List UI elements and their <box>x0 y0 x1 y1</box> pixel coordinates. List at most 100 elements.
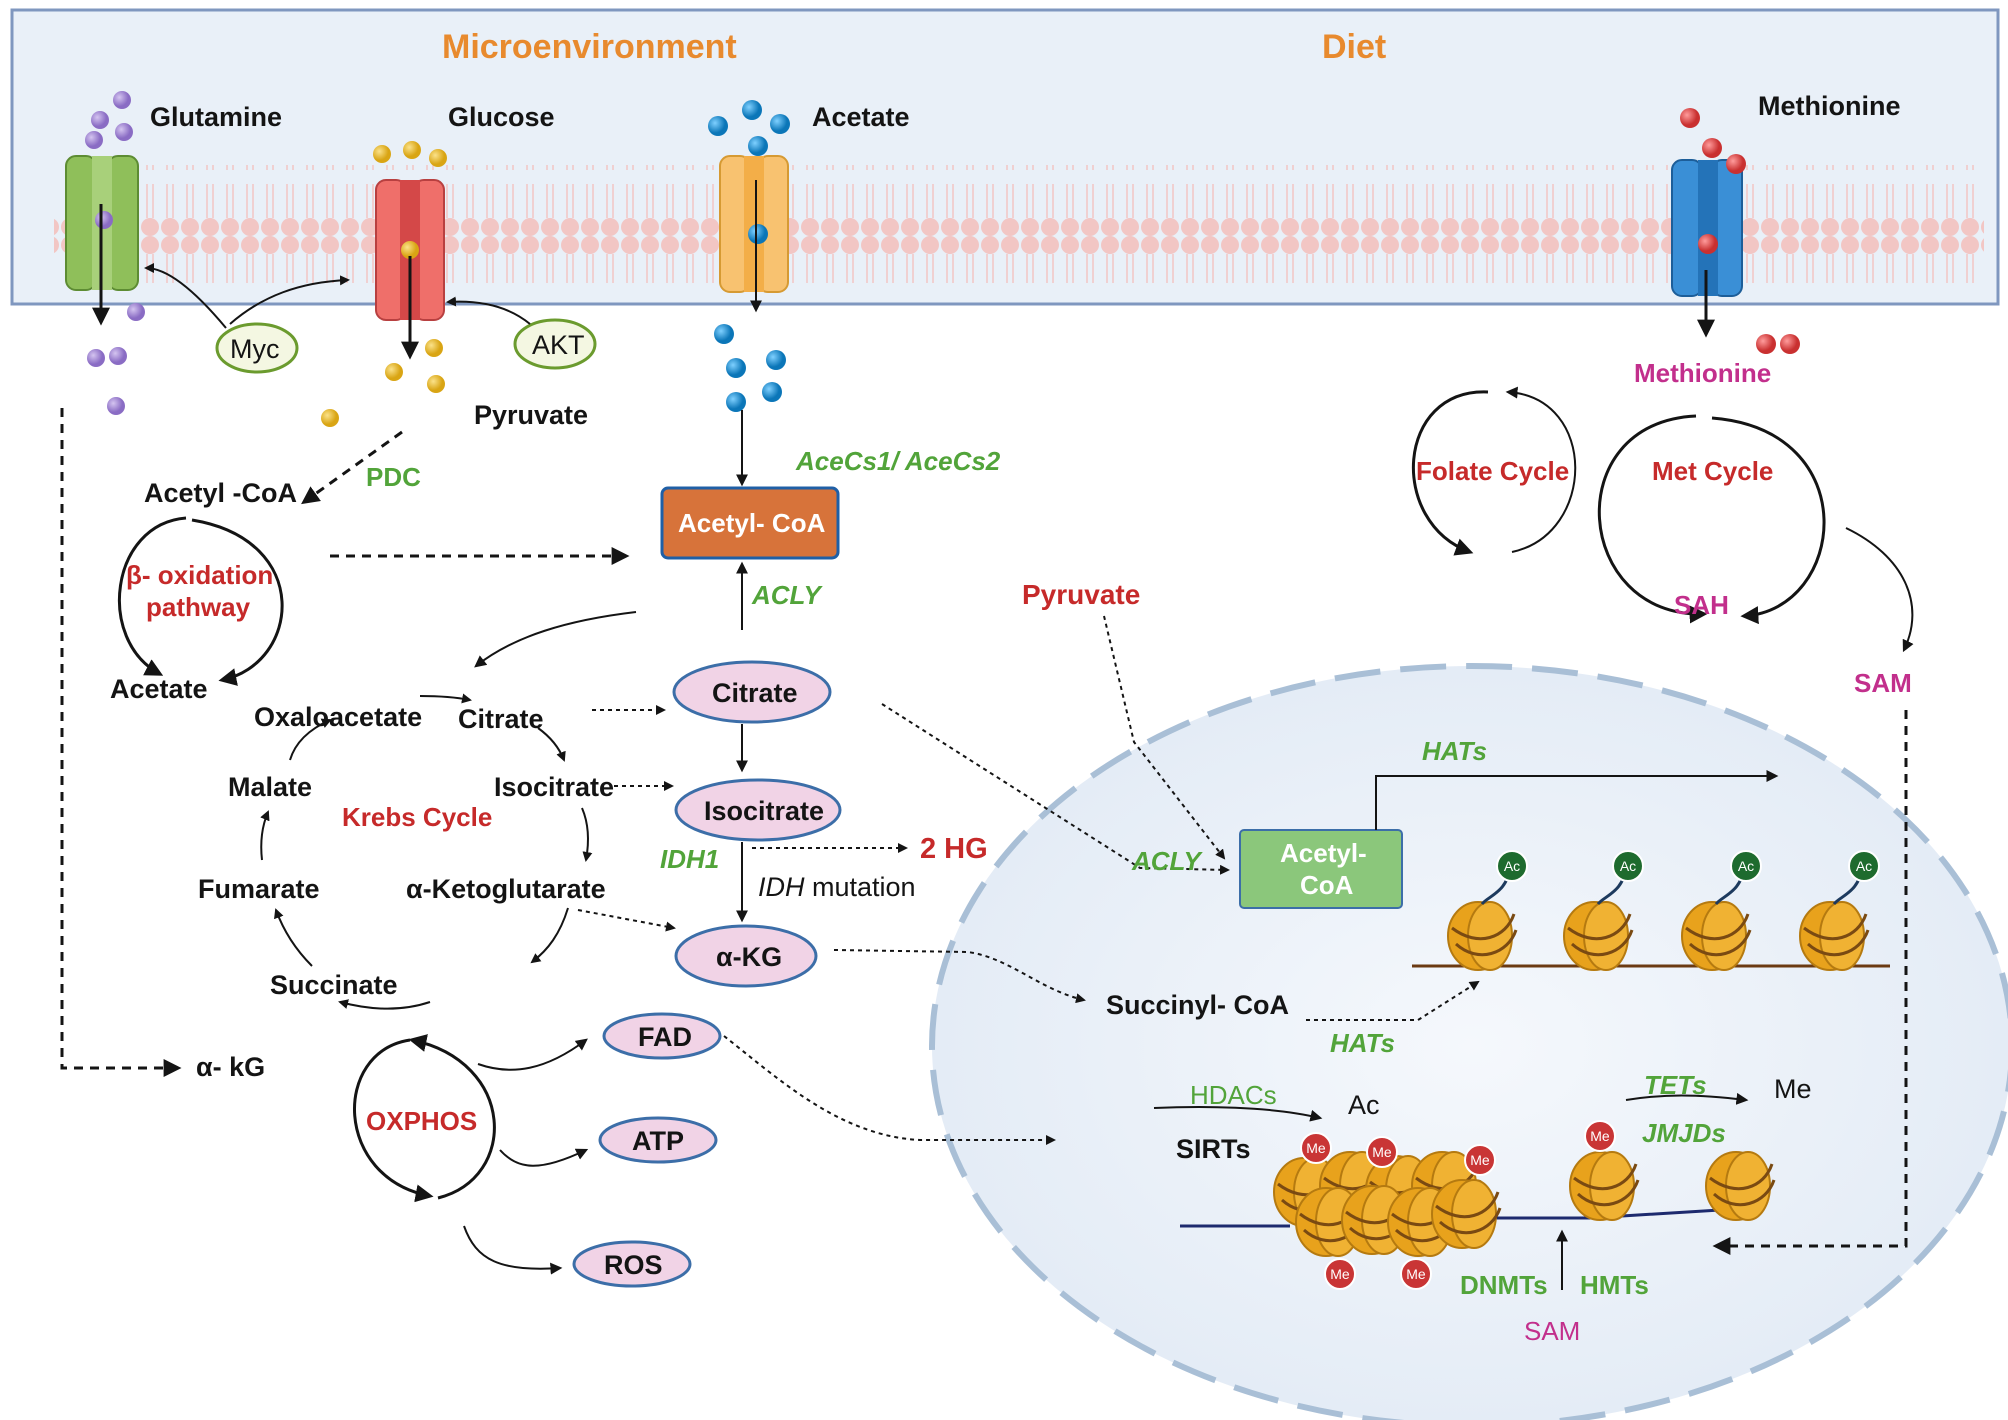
idh-mutation-label: IDH mutation <box>758 872 916 902</box>
acetate-molecules <box>708 100 790 412</box>
fad-label: FAD <box>638 1022 692 1052</box>
two-hg-label: 2 HG <box>920 833 988 865</box>
akt-oval <box>513 318 597 370</box>
atp-label: ATP <box>632 1126 684 1156</box>
nucleosome <box>1681 901 1752 971</box>
svg-text:Me: Me <box>1590 1128 1610 1144</box>
sam-nucleus-label: SAM <box>1524 1316 1580 1346</box>
methionine-transporter <box>1671 159 1743 297</box>
ac-mark: Ac <box>1612 850 1644 882</box>
ros-oval <box>572 1240 692 1288</box>
nucleosome <box>1799 901 1870 971</box>
hdacs-label: HDACs <box>1190 1080 1277 1110</box>
svg-text:Ac: Ac <box>1620 858 1636 874</box>
malate-label: Malate <box>228 772 312 802</box>
citrate-oval <box>672 660 832 724</box>
nucleus <box>929 663 2008 1420</box>
acetyl-coa-nuclear-label-2: CoA <box>1300 870 1354 900</box>
microenvironment-title: Microenvironment <box>442 28 737 66</box>
hats-mid-label: HATs <box>1330 1028 1395 1058</box>
me-mark: Me <box>1300 1132 1332 1164</box>
methionine-label: Methionine <box>1758 91 1901 121</box>
svg-text:Ac: Ac <box>1504 858 1520 874</box>
hats-top-label: HATs <box>1422 736 1487 766</box>
methionine-inside-label: Methionine <box>1634 358 1771 388</box>
nucleosome <box>1447 901 1518 971</box>
acetyl-coa-nuclear-box <box>1239 829 1403 909</box>
glutamine-molecules <box>85 91 145 415</box>
isocitrate-krebs-label: Isocitrate <box>494 772 614 802</box>
acetate-label: Acetate <box>812 102 910 132</box>
svg-text:Me: Me <box>1470 1152 1490 1168</box>
me-mark: Me <box>1400 1258 1432 1290</box>
nucleosome <box>1705 1151 1776 1221</box>
atp-oval <box>598 1116 718 1164</box>
acly-nucleus-label: ACLY <box>1131 846 1204 876</box>
svg-text:Me: Me <box>1306 1140 1326 1156</box>
met-cycle-label: Met Cycle <box>1652 456 1773 486</box>
akg-oval <box>674 924 818 988</box>
methionine-molecules <box>1680 108 1800 354</box>
dnmts-label: DNMTs <box>1460 1270 1548 1300</box>
svg-text:Ac: Ac <box>1738 858 1754 874</box>
acetylated-chromatin: Ac Ac Ac Ac <box>1412 850 1890 971</box>
beta-oxidation-label-1: β- oxidation <box>126 560 273 590</box>
ac-mark: Ac <box>1496 850 1528 882</box>
acetyl-coa-box <box>660 486 840 560</box>
krebs-title: Krebs Cycle <box>342 802 492 832</box>
nucleosome <box>1431 1179 1502 1249</box>
svg-text:Me: Me <box>1330 1266 1350 1282</box>
svg-text:Me: Me <box>1372 1144 1392 1160</box>
glucose-label: Glucose <box>448 102 555 132</box>
akt-label: AKT <box>532 330 585 360</box>
oxphos-label: OXPHOS <box>366 1106 477 1136</box>
ros-label: ROS <box>604 1250 663 1280</box>
me-mark: Me <box>1584 1120 1616 1152</box>
pyruvate-label: Pyruvate <box>474 400 588 430</box>
acly-top-label: ACLY <box>751 580 824 610</box>
acetyl-coa-nuclear-label-1: Acetyl- <box>1280 838 1367 868</box>
alpha-ketoglutarate-label: α-Ketoglutarate <box>406 874 606 904</box>
me-text-label: Me <box>1774 1074 1812 1104</box>
krebs-cycle <box>260 611 637 1010</box>
nucleosome <box>1563 901 1634 971</box>
me-mark: Me <box>1366 1136 1398 1168</box>
glutamine-label: Glutamine <box>150 102 282 132</box>
fumarate-label: Fumarate <box>198 874 320 904</box>
sah-label: SAH <box>1674 590 1729 620</box>
sirts-label: SIRTs <box>1176 1134 1251 1164</box>
ac-text-label: Ac <box>1348 1090 1380 1120</box>
alpha-kg-left-label: α- kG <box>196 1052 265 1082</box>
myc-oval <box>215 322 299 374</box>
myc-label: Myc <box>230 334 280 364</box>
pdc-label: PDC <box>366 462 421 492</box>
akg-oval-label: α-KG <box>716 942 782 972</box>
tets-label: TETs <box>1644 1070 1707 1100</box>
fad-oval <box>602 1012 722 1060</box>
beta-oxidation-label-2: pathway <box>146 592 251 622</box>
succinate-label: Succinate <box>270 970 398 1000</box>
diet-title: Diet <box>1322 28 1386 66</box>
oxaloacetate-label: Oxaloacetate <box>254 702 422 732</box>
me-mark: Me <box>1464 1144 1496 1176</box>
citrate-oval-label: Citrate <box>712 678 798 708</box>
folate-cycle-label: Folate Cycle <box>1416 456 1569 486</box>
acetyl-coa-left-label: Acetyl -CoA <box>144 478 297 508</box>
succinyl-coa-label: Succinyl- CoA <box>1106 990 1289 1020</box>
ac-mark: Ac <box>1848 850 1880 882</box>
acecs-label: AceCs1/ AceCs2 <box>795 446 1001 476</box>
svg-text:Me: Me <box>1406 1266 1426 1282</box>
me-mark: Me <box>1324 1258 1356 1290</box>
idh1-label: IDH1 <box>660 844 719 874</box>
sam-right-label: SAM <box>1854 668 1912 698</box>
isocitrate-oval-label: Isocitrate <box>704 796 824 826</box>
acetate-left-label: Acetate <box>110 674 208 704</box>
hmts-label: HMTs <box>1580 1270 1649 1300</box>
isocitrate-oval <box>674 778 842 842</box>
acetate-transporter <box>719 155 789 293</box>
pyruvate-nucleus-label: Pyruvate <box>1022 579 1140 610</box>
citrate-krebs-label: Citrate <box>458 704 544 734</box>
ac-mark: Ac <box>1730 850 1762 882</box>
